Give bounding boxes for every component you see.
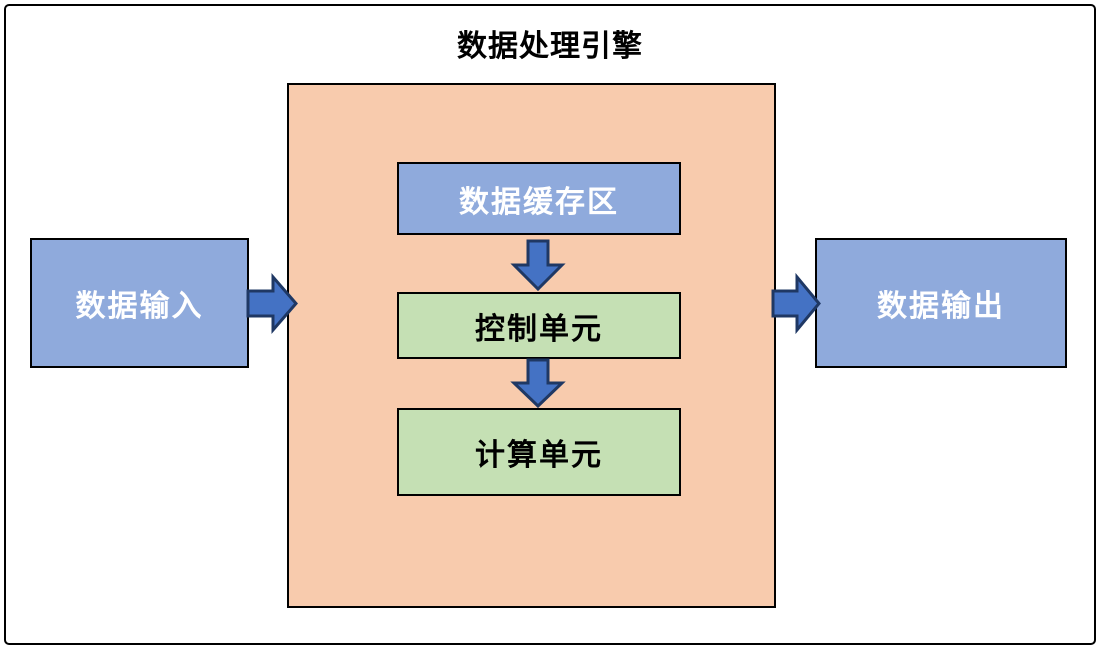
node-data-output-label: 数据输出 bbox=[877, 290, 1005, 323]
node-data-output: 数据输出 bbox=[815, 238, 1067, 368]
arrow-control-to-compute bbox=[510, 358, 566, 409]
node-control-unit: 控制单元 bbox=[397, 292, 681, 359]
arrow-buffer-to-control bbox=[510, 239, 566, 292]
node-compute-unit-label: 计算单元 bbox=[475, 439, 603, 472]
node-data-input: 数据输入 bbox=[30, 238, 249, 368]
node-control-unit-label: 控制单元 bbox=[475, 312, 603, 346]
arrow-engine-to-output bbox=[771, 272, 821, 335]
node-data-input-label: 数据输入 bbox=[75, 290, 204, 323]
node-data-buffer-label: 数据缓存区 bbox=[459, 185, 619, 219]
node-data-buffer: 数据缓存区 bbox=[397, 162, 681, 235]
diagram-title: 数据处理引擎 bbox=[457, 30, 643, 63]
arrow-input-to-engine bbox=[246, 272, 298, 335]
node-compute-unit: 计算单元 bbox=[397, 408, 681, 496]
